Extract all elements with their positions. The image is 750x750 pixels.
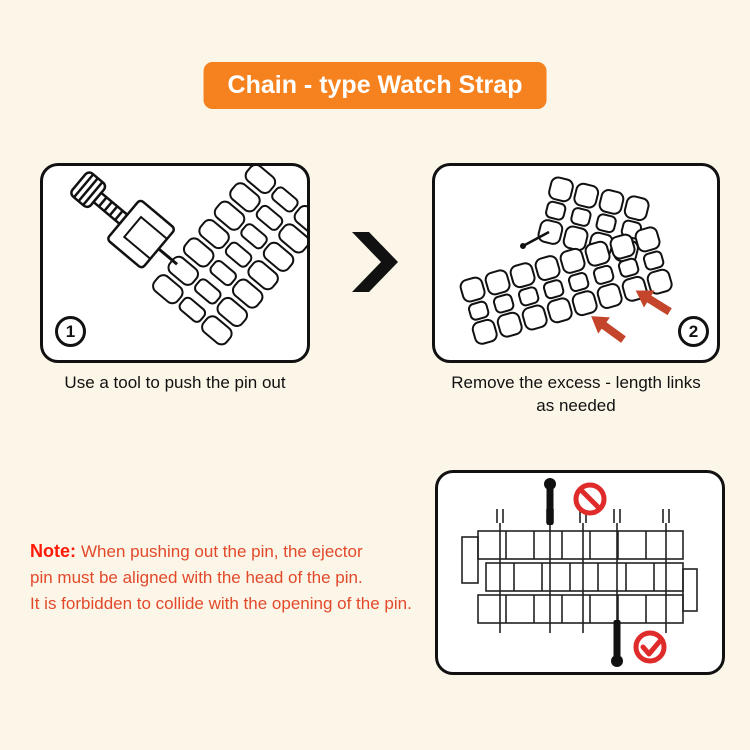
red-arrow-icon [635,290,672,316]
step1-panel: 1 [40,163,310,363]
step1-caption: Use a tool to push the pin out [64,373,286,392]
page-title: Chain - type Watch Strap [227,71,523,99]
step2-number: 2 [688,321,699,341]
step1-number-badge: 1 [55,316,86,347]
note-label: Note: [30,541,76,561]
note-line-2: pin must be aligned with the head of the… [30,568,363,587]
tool-push-pin-illustration [70,166,307,349]
red-arrow-icon [591,316,626,343]
step1-number: 1 [65,321,76,341]
note-line-3: It is forbidden to collide with the open… [30,593,412,613]
note-line-1: When pushing out the pin, the ejector [81,542,363,561]
pin-alignment-diagram [461,478,698,667]
title-banner: Chain - type Watch Strap [203,62,547,109]
remove-links-illustration [458,175,675,347]
ejector-pin-top [544,478,556,525]
pin-alignment-panel [435,470,725,675]
prohibition-icon [573,482,607,516]
step2-number-badge: 2 [678,316,709,347]
step2-panel: 2 [432,163,720,363]
step2-caption: Remove the excess - length links as need… [451,373,701,415]
watch-strap-illustration [149,166,307,349]
note-line: Note: When pushing out the pin, the eject… [30,538,460,565]
ejector-pin-bottom [611,620,623,667]
note-text: Note: When pushing out the pin, the eject… [30,538,460,616]
next-step-arrow-icon [352,232,398,292]
loose-pin-illustration [520,230,550,249]
band-pins-illustration [496,509,670,633]
check-icon [633,630,667,664]
link-tool-illustration [70,171,179,269]
strap-cross-section-illustration [461,530,698,624]
